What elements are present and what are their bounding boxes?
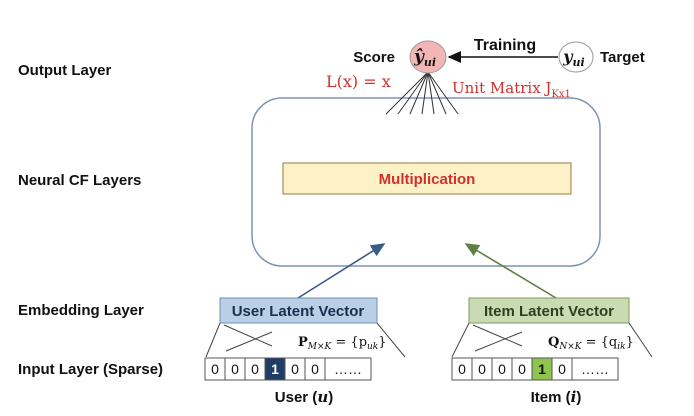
- user-latent-vector-label: User Latent Vector: [232, 303, 365, 320]
- neural-cf-box: [251, 97, 601, 267]
- item-to-neural-arrow: [464, 243, 557, 299]
- loss-function-text: L(x) = x: [326, 72, 391, 91]
- item-latent-vector-label: Item Latent Vector: [484, 303, 614, 320]
- input-layer-label: Input Layer (Sparse): [18, 361, 164, 378]
- user-caption: User (u): [275, 388, 333, 406]
- user-embedding-matrix: PM×K = {puk}: [298, 335, 387, 352]
- multiplication-box: [282, 162, 572, 195]
- user-input-cell-value: 1: [271, 361, 279, 377]
- item-input-cell-value: ……: [581, 361, 609, 377]
- user-input-cell-value: 0: [211, 361, 219, 377]
- item-input-cell-value: 1: [538, 361, 546, 377]
- user-input-cell-value: ……: [334, 361, 362, 377]
- output-layer-label: Output Layer: [18, 62, 112, 79]
- target-symbol: yui: [562, 47, 584, 69]
- item-input-cell: [571, 357, 619, 381]
- user-embedding-lines: [205, 322, 406, 358]
- user-input-cell-value: 0: [231, 361, 239, 377]
- score-fan-lines: [385, 71, 459, 115]
- target-node: [558, 41, 594, 73]
- item-input-cell-value: 0: [558, 361, 566, 377]
- user-to-neural-arrow: [297, 243, 386, 299]
- item-input-cell-value: 0: [478, 361, 486, 377]
- user-latent-vector-box: [219, 297, 378, 324]
- training-label: Training: [474, 37, 536, 54]
- user-input-cell: [324, 357, 372, 381]
- target-label: Target: [600, 49, 645, 66]
- unit-matrix-text: Unit Matrix JKx1: [452, 79, 571, 100]
- item-embedding-matrix: QN×K = {qik}: [548, 335, 634, 352]
- item-latent-vector-box: [468, 297, 630, 324]
- user-input-cell-value: 0: [291, 361, 299, 377]
- user-input-cell-value: 0: [311, 361, 319, 377]
- score-symbol: ŷui: [413, 47, 436, 69]
- score-node: [409, 40, 447, 74]
- item-input-cell-value: 0: [518, 361, 526, 377]
- item-input-cell-value: 0: [458, 361, 466, 377]
- item-embedding-lines: [451, 322, 653, 358]
- user-input-cell-value: 0: [251, 361, 259, 377]
- item-caption: Item (i): [531, 388, 582, 406]
- item-input-cell-value: 0: [498, 361, 506, 377]
- multiplication-label: Multiplication: [379, 171, 476, 188]
- score-label: Score: [353, 49, 395, 66]
- embedding-layer-label: Embedding Layer: [18, 302, 144, 319]
- neural-cf-layers-label: Neural CF Layers: [18, 172, 142, 189]
